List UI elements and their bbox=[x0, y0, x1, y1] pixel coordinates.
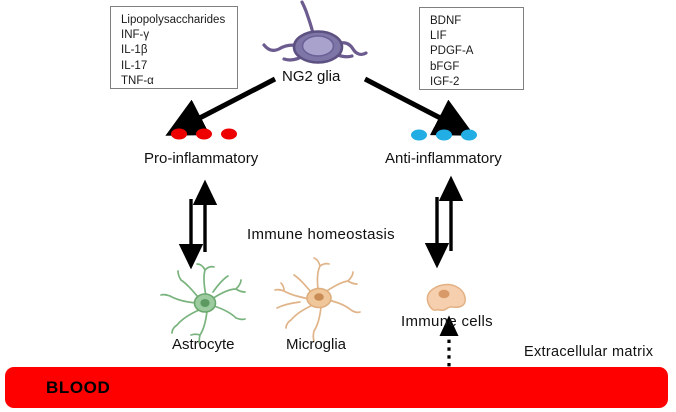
arrow-pair-right bbox=[424, 175, 464, 269]
blood-label: BLOOD bbox=[46, 378, 111, 397]
factor-item: IL-17 bbox=[121, 59, 148, 72]
immune-homeostasis-label: Immune homeostasis bbox=[247, 226, 395, 243]
astrocyte-icon bbox=[160, 263, 246, 346]
factor-item: BDNF bbox=[430, 15, 462, 27]
factor-item: IGF-2 bbox=[430, 75, 460, 88]
factor-item: PDGF-A bbox=[430, 45, 474, 58]
anti-inflammatory-factor-box: BDNF LIF PDGF-A bFGF IGF-2 bbox=[419, 7, 524, 90]
microglia-label: Microglia bbox=[286, 336, 347, 353]
factor-item: LIF bbox=[430, 30, 447, 43]
factor-item: INF-γ bbox=[121, 29, 150, 42]
anti-inflammatory-dots bbox=[411, 129, 477, 141]
ng2-nucleus bbox=[301, 35, 335, 57]
astrocyte-label: Astrocyte bbox=[172, 336, 235, 353]
immune-cells-label: Immune cells bbox=[401, 313, 493, 330]
ng2-glia-label: NG2 glia bbox=[282, 68, 341, 85]
pro-inflammatory-factor-box: Lipopolysaccharides INF-γ IL-1β IL-17 TN… bbox=[110, 6, 238, 89]
factor-item: IL-1β bbox=[121, 44, 148, 57]
arrow-pair-left bbox=[178, 179, 218, 270]
factor-item: TNF-α bbox=[121, 74, 154, 87]
arrow-ng2-to-anti bbox=[363, 76, 475, 136]
factor-item: Lipopolysaccharides bbox=[121, 14, 226, 26]
arrow-ng2-to-pro bbox=[165, 76, 277, 136]
anti-inflammatory-label: Anti-inflammatory bbox=[385, 150, 502, 167]
blood-bar bbox=[5, 367, 668, 408]
pro-inflammatory-label: Pro-inflammatory bbox=[144, 150, 259, 167]
ng2-glia-cell-icon bbox=[262, 0, 368, 64]
microglia-icon bbox=[274, 257, 361, 342]
extracellular-matrix-label: Extracellular matrix bbox=[524, 344, 654, 360]
pro-inflammatory-dots bbox=[171, 128, 237, 140]
factor-item: bFGF bbox=[430, 60, 460, 73]
immune-cell-icon bbox=[426, 283, 466, 312]
